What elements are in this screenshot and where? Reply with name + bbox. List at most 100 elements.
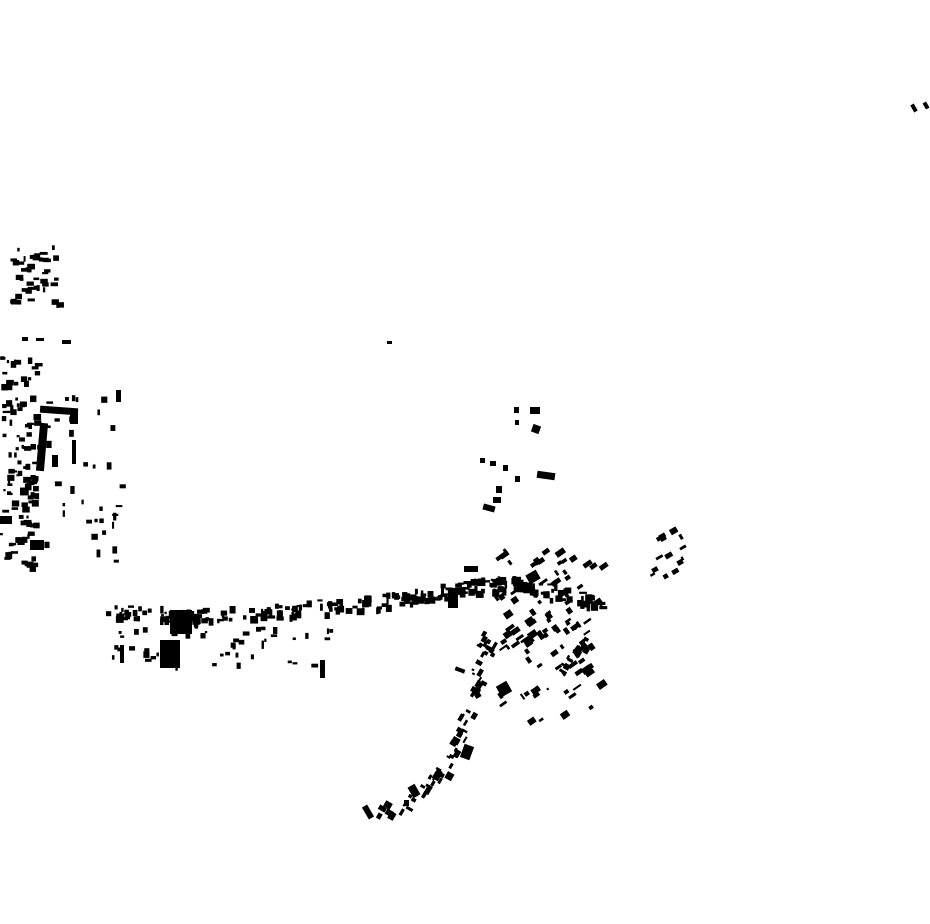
building (530, 423, 542, 435)
building (505, 645, 511, 650)
building (420, 590, 424, 598)
building (576, 650, 583, 658)
building (493, 578, 501, 584)
building (532, 691, 541, 699)
building (557, 589, 564, 597)
building (15, 359, 22, 365)
building (461, 587, 469, 590)
building (20, 520, 29, 526)
building (94, 518, 98, 523)
building (377, 804, 388, 813)
building (26, 515, 29, 519)
building (435, 766, 442, 772)
building (428, 596, 436, 604)
building (494, 595, 500, 602)
building (564, 617, 572, 624)
building (21, 268, 29, 272)
building (111, 655, 115, 660)
building (16, 300, 22, 305)
building (510, 595, 520, 605)
building (13, 359, 16, 363)
building (31, 500, 39, 507)
building (385, 801, 390, 807)
building (54, 277, 59, 281)
building (170, 610, 192, 634)
building (42, 257, 49, 262)
building (679, 544, 687, 551)
building (99, 506, 103, 511)
building (302, 604, 308, 608)
building (118, 630, 122, 634)
building (470, 578, 474, 586)
building (583, 617, 592, 625)
building (232, 644, 236, 650)
building (39, 251, 48, 255)
building (12, 259, 20, 266)
building (25, 289, 32, 294)
building (529, 587, 536, 596)
building (521, 588, 526, 593)
building (160, 616, 166, 623)
building (549, 597, 554, 604)
building (387, 810, 397, 821)
building (405, 805, 414, 813)
building (519, 586, 527, 589)
building (19, 487, 27, 495)
building (23, 380, 29, 388)
building (17, 470, 23, 476)
building (567, 660, 579, 669)
building (201, 618, 208, 624)
building (429, 596, 433, 600)
building (330, 602, 338, 607)
building (541, 547, 551, 556)
building (340, 604, 343, 613)
building (550, 577, 562, 587)
building (33, 414, 42, 421)
building (507, 559, 513, 566)
building (554, 547, 567, 558)
building (54, 418, 60, 422)
building (11, 500, 20, 507)
building (119, 611, 122, 615)
building (86, 519, 93, 524)
building (233, 638, 240, 643)
building (555, 595, 563, 602)
building (462, 719, 469, 727)
building (598, 561, 609, 571)
building (559, 644, 565, 650)
building (502, 548, 509, 555)
building (482, 650, 489, 656)
building (2, 509, 10, 513)
building (572, 683, 582, 691)
building (144, 648, 150, 654)
building (575, 644, 583, 651)
building (40, 278, 48, 284)
building (472, 689, 482, 699)
building (538, 717, 544, 723)
building (10, 258, 18, 262)
building (8, 468, 15, 474)
building (19, 401, 27, 407)
building (410, 797, 417, 803)
building (29, 565, 36, 572)
building (102, 530, 107, 535)
building (503, 465, 508, 471)
building (134, 628, 139, 635)
building (81, 499, 84, 505)
building (404, 800, 409, 806)
building (581, 644, 590, 652)
building (285, 606, 290, 611)
building (69, 429, 74, 437)
building (164, 611, 167, 615)
building (490, 578, 494, 581)
building (536, 470, 556, 481)
building (11, 543, 17, 546)
building (575, 620, 582, 628)
building (515, 420, 519, 425)
building (27, 298, 35, 302)
building (34, 493, 40, 500)
building (242, 631, 250, 636)
building (10, 409, 17, 416)
building (278, 605, 283, 609)
building (113, 512, 117, 521)
